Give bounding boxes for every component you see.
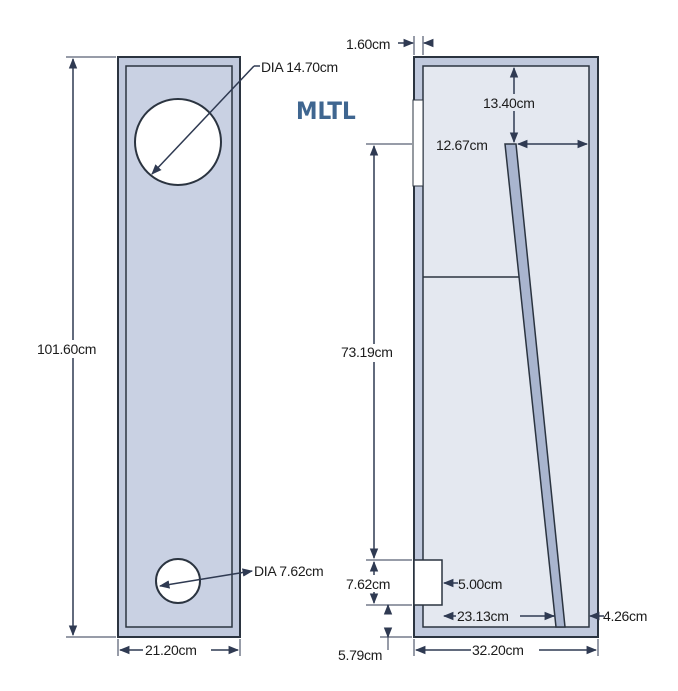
top-gap-label: 13.40cm <box>483 95 535 111</box>
wall-thickness-label: 1.60cm <box>346 36 390 52</box>
divider-base-label: 23.13cm <box>457 608 509 624</box>
port-depth-label: 5.00cm <box>458 576 502 592</box>
front-height-label-bg <box>36 340 110 358</box>
port-opening <box>413 559 443 606</box>
diagram-title: MLTL <box>296 97 356 125</box>
divider-base-label-bg <box>456 608 520 624</box>
driver-diameter-leader <box>151 65 255 175</box>
divider-back-label: 4.26cm <box>603 608 647 624</box>
bottom-offset-label: 5.79cm <box>338 647 382 663</box>
baffle-driver-opening <box>412 99 424 187</box>
driver-cutout <box>134 98 222 186</box>
divider-height-label: 73.19cm <box>341 344 393 360</box>
divider-height-label-bg <box>340 344 408 362</box>
front-view: 101.60cm 21.20cm DIA 14.70cm DIA 7.62cm <box>36 56 338 658</box>
front-width-label-bg <box>143 642 211 658</box>
port-height-label: 7.62cm <box>346 576 390 592</box>
depth-label: 32.20cm <box>472 642 524 658</box>
top-gap-label-bg <box>483 94 547 111</box>
divider-top-label: 12.67cm <box>436 137 488 153</box>
front-height-label: 101.60cm <box>37 341 96 357</box>
depth-label-bg <box>471 642 539 658</box>
port-diameter-label: DIA 7.62cm <box>254 563 323 579</box>
port-diameter-leader <box>158 568 254 589</box>
front-width-label: 21.20cm <box>145 642 197 658</box>
driver-diameter-label: DIA 14.70cm <box>261 59 338 75</box>
port-height-label-bg <box>345 575 403 592</box>
side-view: 1.60cm 13.40cm 12.67cm 73.19cm 7.62cm 5.… <box>338 36 647 663</box>
internal-divider <box>504 143 566 628</box>
